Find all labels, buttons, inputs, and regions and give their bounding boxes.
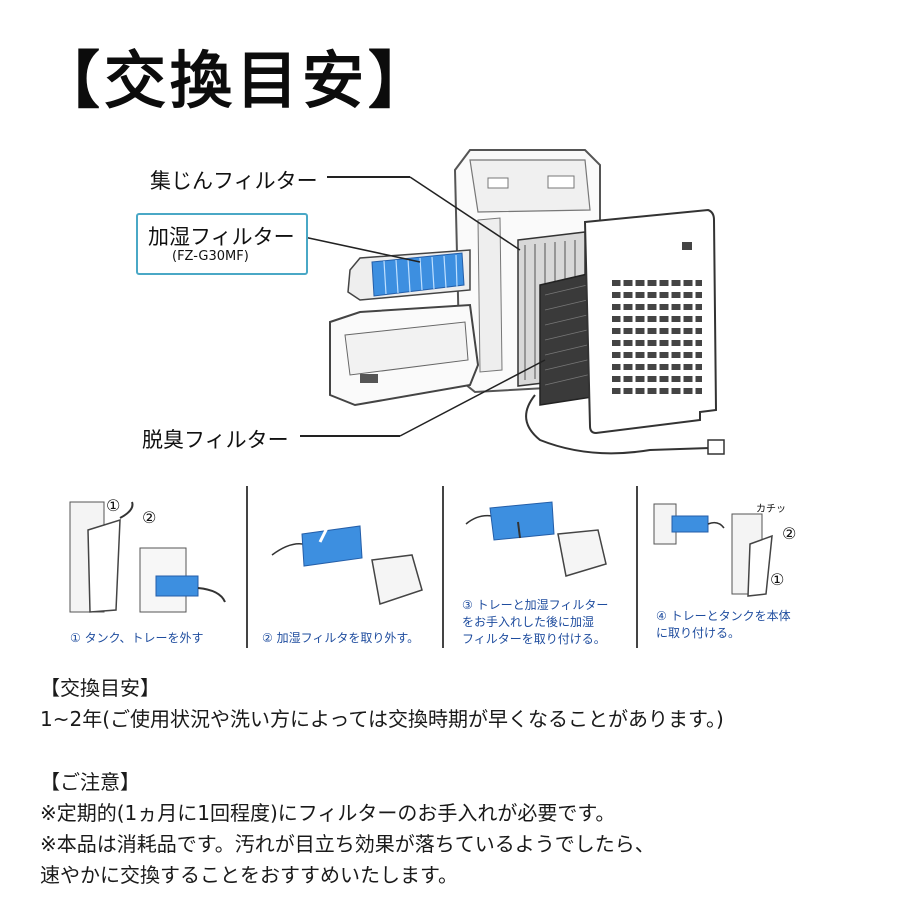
- step-4-marker-1: ①: [770, 570, 785, 589]
- air-purifier-diagram: [300, 149, 725, 455]
- step-1-illustration: [60, 490, 240, 620]
- replace-text: 1~2年(ご使用状況や洗い方によっては交換時期が早くなることがあります。): [40, 707, 724, 731]
- caution-line: ※定期的(1ヵ月に1回程度)にフィルターのお手入れが必要です。: [40, 801, 616, 825]
- humid-filter-label: 加湿フィルター: [148, 225, 295, 249]
- air-purifier-illustration: [300, 149, 725, 455]
- humid-filter-model: (FZ-G30MF): [172, 249, 249, 264]
- page-title: 【交換目安】: [38, 44, 435, 117]
- step-3-caption-line: をお手入れした後に加湿: [462, 615, 595, 629]
- step-3-caption-line: フィルターを取り付ける。: [462, 632, 606, 646]
- step-divider: [636, 486, 638, 648]
- humid-filter-callout-box: [136, 213, 308, 275]
- step-1-marker-1: ①: [106, 496, 121, 515]
- step-4-illustration: [650, 494, 810, 604]
- step-2-illustration: [262, 500, 432, 620]
- step-divider: [246, 486, 248, 648]
- step-4-click-label: カチッ: [756, 504, 786, 515]
- caution-line: 速やかに交換することをおすすめいたします。: [40, 863, 458, 887]
- step-1-marker-2: ②: [142, 508, 157, 527]
- step-3-caption-line: ③ トレーと加湿フィルター: [462, 598, 609, 612]
- dust-filter-label: 集じんフィルター: [150, 169, 318, 193]
- caution-heading: 【ご注意】: [40, 770, 140, 794]
- step-3-illustration: [458, 494, 628, 594]
- step-4-caption-line: ④ トレーとタンクを本体: [656, 609, 791, 623]
- step-divider: [442, 486, 444, 648]
- caution-line: ※本品は消耗品です。汚れが目立ち効果が落ちているようでしたら、: [40, 832, 655, 856]
- deodor-filter-label: 脱臭フィルター: [142, 428, 289, 452]
- step-1-caption: ① タンク、トレーを外す: [70, 631, 204, 645]
- replace-heading: 【交換目安】: [40, 676, 160, 700]
- step-4-caption-line: に取り付ける。: [656, 626, 741, 640]
- step-2-caption: ② 加湿フィルタを取り外す。: [262, 631, 420, 645]
- step-4-marker-2: ②: [782, 524, 797, 543]
